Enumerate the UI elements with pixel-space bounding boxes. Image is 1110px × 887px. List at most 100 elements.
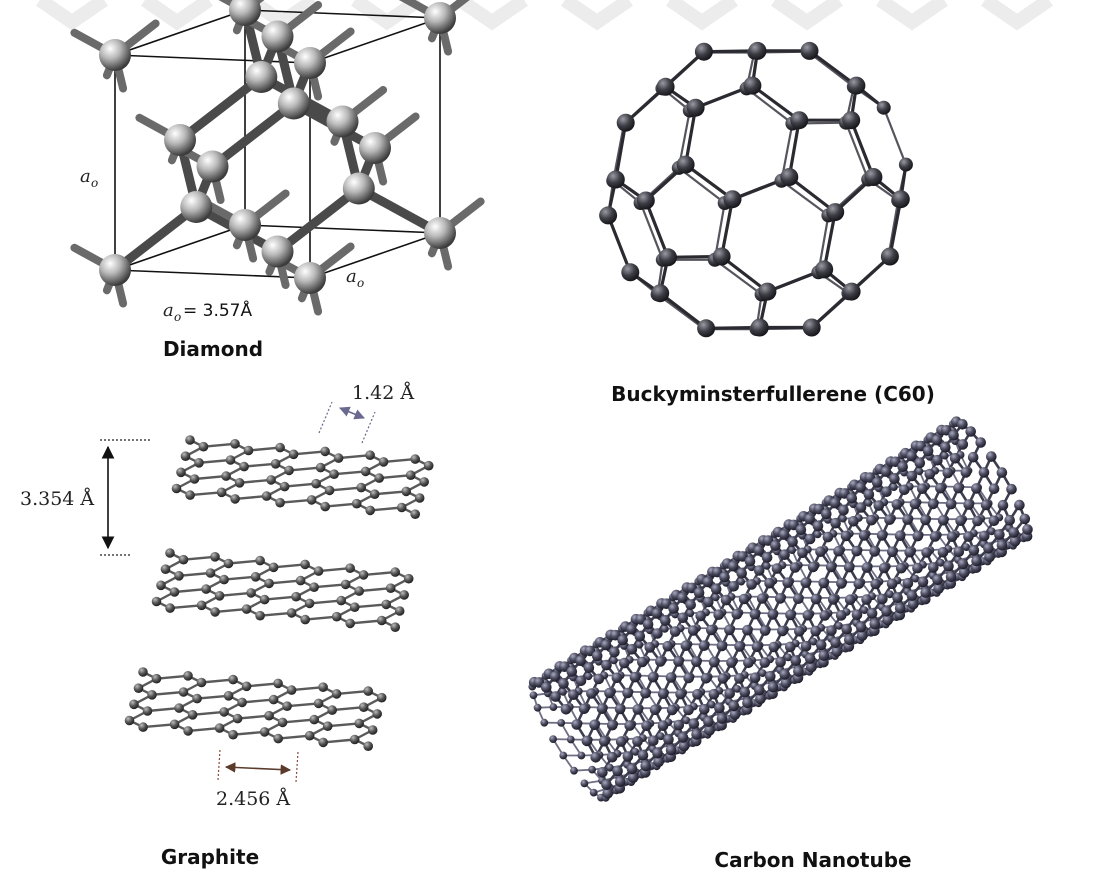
- graphite-atom: [300, 559, 310, 570]
- nanotube-atom: [878, 562, 890, 574]
- graphite-bond: [326, 722, 361, 728]
- nanotube-atom: [591, 650, 603, 662]
- graphite-atom: [273, 733, 284, 744]
- graphite-bond: [245, 682, 280, 688]
- graphite-atom: [394, 606, 405, 616]
- bond-length-arrow: [339, 406, 365, 420]
- diamond-atom: [180, 191, 213, 223]
- c60-atom: [656, 77, 675, 96]
- nanotube-atom: [851, 609, 863, 620]
- nanotube-atom: [793, 593, 804, 604]
- nanotube-atom: [1022, 524, 1033, 535]
- diamond-atom: [229, 209, 261, 241]
- graphite-atom: [275, 497, 285, 508]
- nanotube-atom: [802, 610, 814, 621]
- graphite-bond: [233, 494, 268, 501]
- diamond-atom: [294, 47, 326, 79]
- graphite-atom: [329, 469, 339, 480]
- graphite-atom: [367, 725, 378, 735]
- nanotube-atom: [860, 606, 869, 614]
- nanotube-atom: [704, 725, 715, 736]
- c60-atom: [676, 155, 695, 174]
- c60-atom: [712, 247, 731, 266]
- c60-atom: [842, 111, 861, 130]
- graphite-atom: [369, 489, 380, 500]
- nanotube-atom: [739, 686, 751, 698]
- graphite-structure: [124, 435, 434, 751]
- graphite-atom: [225, 455, 236, 465]
- graphite-atom: [401, 486, 412, 497]
- nanotube-atom: [738, 593, 750, 605]
- nanotube-atom: [677, 612, 689, 624]
- cube-edge: [244, 224, 441, 234]
- graphite-atom: [176, 467, 186, 478]
- c60-bond: [719, 197, 735, 259]
- graphite-atom: [241, 604, 252, 614]
- c60-atom: [864, 168, 883, 186]
- nanotube-atom: [848, 516, 859, 527]
- nanotube-atom: [899, 484, 910, 496]
- diamond-atom: [342, 172, 375, 205]
- c60-atom: [842, 282, 861, 301]
- watermark-chevron: [36, 0, 108, 31]
- graphite-atom: [230, 439, 240, 449]
- nanotube-atom: [604, 687, 615, 699]
- nanotube-atom: [861, 562, 873, 573]
- nanotube-atom: [558, 678, 569, 689]
- c60-structure: [599, 41, 913, 338]
- graphite-atom: [223, 691, 234, 701]
- nanotube-atom: [891, 499, 903, 510]
- graphite-atom: [243, 445, 254, 456]
- nanotube-atom: [1008, 527, 1020, 538]
- c60-atom: [802, 318, 821, 337]
- nanotube-atom: [626, 644, 638, 655]
- nanotube-atom: [788, 546, 796, 554]
- nanotube-atom: [724, 688, 735, 699]
- nanotube-atom: [736, 568, 747, 579]
- nanotube-atom: [753, 545, 765, 556]
- nanotube-atom: [949, 453, 961, 464]
- nanotube-atom: [586, 688, 597, 699]
- nanotube-atom: [656, 732, 665, 741]
- nanotube-atom: [789, 562, 801, 573]
- nanotube-atom: [804, 653, 816, 664]
- nanotube-atom: [844, 634, 855, 646]
- lattice-guide-right: [295, 751, 299, 783]
- nanotube-atom: [836, 578, 847, 589]
- graphite-atom: [318, 682, 328, 692]
- graphite-bond: [202, 442, 237, 448]
- graphite-bond: [290, 686, 325, 692]
- nanotube-atom: [683, 672, 694, 684]
- c60-atom: [815, 260, 834, 279]
- graphite-bond: [191, 710, 226, 716]
- nanotube-atom: [702, 576, 714, 588]
- nanotube-atom: [601, 659, 612, 671]
- c60-title: Buckyminsterfullerene (C60): [611, 382, 935, 406]
- nanotube-atom: [794, 626, 805, 637]
- nanotube-atom: [734, 673, 745, 684]
- nanotube-atom: [929, 531, 941, 542]
- nanotube-atom: [800, 640, 812, 652]
- nanotube-atom: [637, 656, 648, 668]
- graphite-atom: [165, 548, 175, 558]
- graphite-bond: [322, 738, 356, 744]
- c60-atom: [876, 100, 891, 115]
- graphite-atom: [320, 501, 331, 512]
- watermark-chevron: [771, 0, 843, 31]
- nanotube-atom: [895, 562, 907, 574]
- nanotube-atom: [600, 639, 612, 651]
- nanotube-atom: [924, 468, 936, 480]
- c60-bond: [639, 201, 664, 261]
- graphite-atom: [219, 574, 229, 585]
- nanotube-atom: [971, 483, 982, 494]
- nanotube-atom: [724, 624, 735, 636]
- nanotube-atom: [953, 482, 964, 494]
- nanotube-atom: [756, 593, 768, 604]
- nanotube-atom: [770, 540, 781, 551]
- diamond-atom: [277, 87, 310, 120]
- nanotube-atom: [631, 748, 640, 756]
- graphite-bond: [378, 474, 412, 480]
- nanotube-atom: [880, 466, 892, 477]
- c60-bond: [807, 49, 859, 88]
- graphite-atom: [381, 599, 392, 610]
